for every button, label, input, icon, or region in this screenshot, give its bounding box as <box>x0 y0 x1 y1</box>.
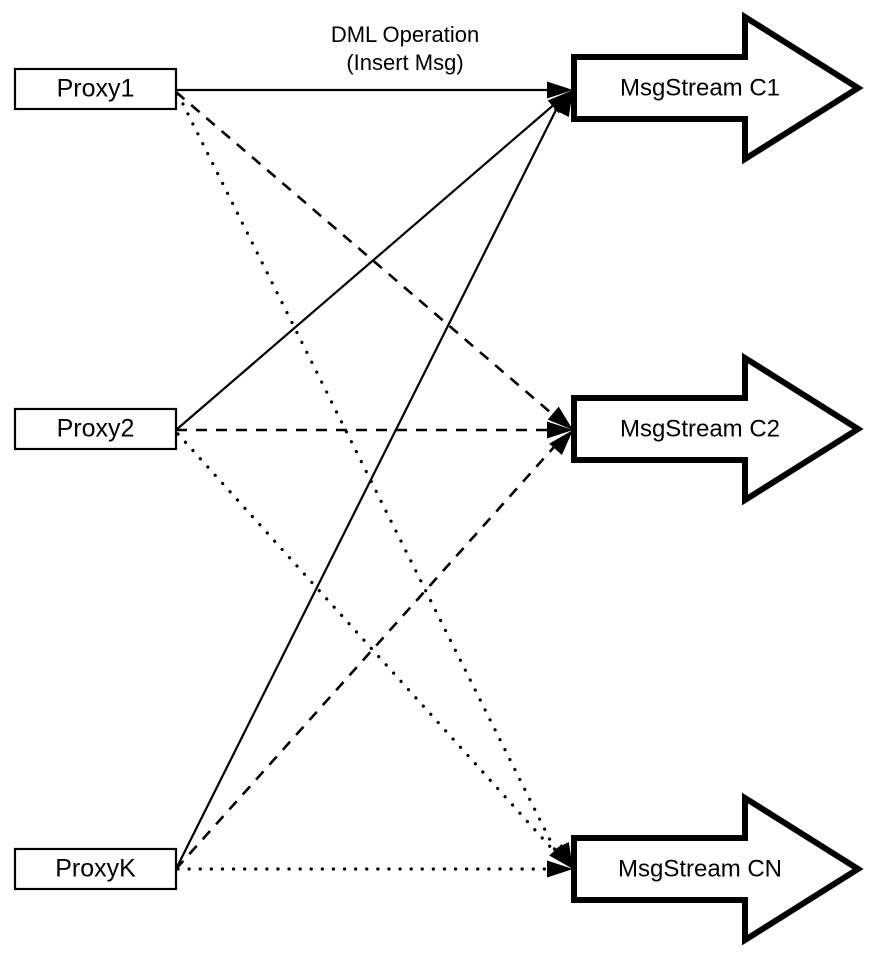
proxy-node-group: Proxy1 Proxy2 ProxyK <box>13 67 178 891</box>
edge-proxy2-to-msgstream-c1[interactable] <box>175 95 565 431</box>
msgstream-cn-label: MsgStream CN <box>618 855 782 882</box>
arrowhead-icon-msgstream-c2 <box>547 406 573 455</box>
dml-operation-label-line1: DML Operation <box>331 22 479 47</box>
dml-operation-edge-label: DML Operation (Insert Msg) <box>331 22 479 75</box>
node-msgstream-cn[interactable]: MsgStream CN <box>571 792 864 946</box>
arrow-tip-icon <box>547 90 573 114</box>
msgstream-c2-label: MsgStream C2 <box>620 415 780 442</box>
arrow-tip-icon <box>549 844 573 869</box>
msgstream-node-group: MsgStream C1 MsgStream C2 MsgStream CN <box>571 11 864 946</box>
proxy2-label: Proxy2 <box>57 415 135 443</box>
arrow-tip-icon <box>547 421 573 439</box>
proxy1-label: Proxy1 <box>57 75 135 103</box>
arrowhead-layer <box>547 81 573 878</box>
arrow-tip-icon <box>547 860 573 878</box>
arrow-tip-icon <box>553 90 573 118</box>
node-msgstream-c2[interactable]: MsgStream C2 <box>571 352 864 506</box>
proxyk-box[interactable] <box>13 847 178 891</box>
msgstream-c1-block-arrow-icon[interactable] <box>571 11 864 165</box>
arrow-tip-icon <box>547 406 573 430</box>
arrowhead-icon-msgstream-cn <box>547 841 573 878</box>
proxy1-box[interactable] <box>13 67 178 111</box>
edge-proxyk-to-msgstream-c1[interactable] <box>175 97 563 870</box>
dml-operation-label-line2: (Insert Msg) <box>346 50 463 75</box>
edge-proxy1-to-msgstream-cn[interactable] <box>176 92 562 862</box>
proxy2-box[interactable] <box>13 407 178 451</box>
edge-proxyk-to-msgstream-c2[interactable] <box>175 436 564 870</box>
node-proxyk[interactable]: ProxyK <box>13 847 178 891</box>
msgstream-c1-label: MsgStream C1 <box>620 74 780 101</box>
msgstream-c2-block-arrow-icon[interactable] <box>571 352 864 506</box>
arrow-tip-icon <box>547 81 573 99</box>
proxyk-label: ProxyK <box>55 855 136 883</box>
node-proxy1[interactable]: Proxy1 <box>13 67 178 111</box>
edge-proxy1-to-msgstream-c2[interactable] <box>175 91 565 425</box>
msgstream-cn-block-arrow-icon[interactable] <box>571 792 864 946</box>
edge-layer <box>175 88 566 871</box>
node-proxy2[interactable]: Proxy2 <box>13 407 178 451</box>
node-msgstream-c1[interactable]: MsgStream C1 <box>571 11 864 165</box>
arrow-tip-icon <box>549 430 573 455</box>
edge-proxy2-to-msgstream-cn[interactable] <box>176 432 565 863</box>
arrowhead-icon-msgstream-c1 <box>547 81 573 118</box>
